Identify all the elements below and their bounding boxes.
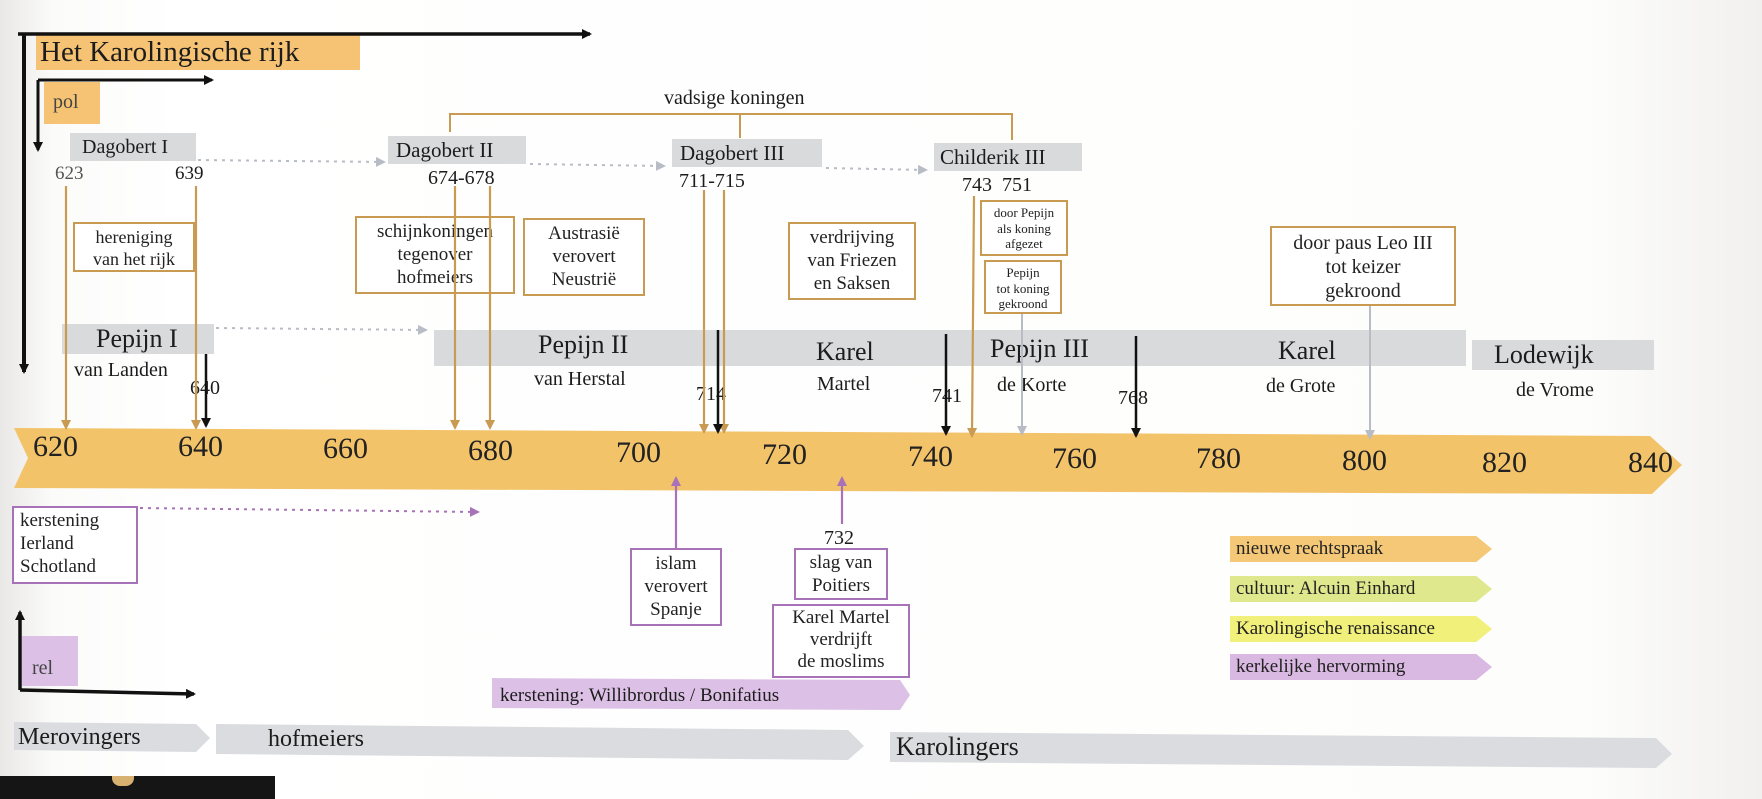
religion-kerstening: kerstening Ierland Schotland [12, 506, 138, 584]
ruler-karel-martel-sub: Martel [817, 373, 871, 395]
king-dagobert-1-name: Dagobert I [82, 136, 169, 158]
event-afgezet: door Pepijn als koning afgezet [980, 200, 1068, 256]
ruler-band-main [434, 330, 1466, 366]
ruler-karel-martel: Karel [816, 337, 874, 366]
axis-tick-820: 820 [1482, 446, 1527, 479]
axis-tick-840: 840 [1628, 446, 1673, 479]
pol-tag: pol [44, 82, 100, 124]
year-732: 732 [824, 527, 854, 549]
ruler-lodewijk: Lodewijk [1494, 340, 1594, 369]
axis-tick-760: 760 [1052, 442, 1097, 475]
title-label: Het Karolingische rijk [36, 34, 360, 70]
ruler-band-pepijn-1 [62, 324, 214, 354]
event-austrasie: Austrasië verovert Neustrië [523, 218, 645, 296]
photo-fragment-detail [112, 776, 134, 786]
ruler-pepijn-3: Pepijn III [990, 334, 1089, 363]
axis-tick-680: 680 [468, 434, 513, 467]
religion-slag: slag van Poitiers [794, 548, 888, 600]
axis-tick-740: 740 [908, 440, 953, 473]
axis-tick-720: 720 [762, 438, 807, 471]
king-dagobert-3-name: Dagobert III [680, 141, 785, 165]
king-childerik-3-name: Childerik III [940, 145, 1046, 169]
era-merovingers: Merovingers [18, 724, 141, 750]
ruler-pepijn-2: Pepijn II [538, 330, 629, 359]
year-768: 768 [1118, 387, 1148, 409]
axis-tick-640: 640 [178, 430, 223, 463]
ruler-band-lodewijk [1472, 340, 1654, 370]
king-childerik-3 [934, 143, 1082, 171]
event-hereniging: hereniging van het rijk [73, 222, 195, 272]
religion-islam: islam verovert Spanje [630, 548, 722, 626]
ruler-pepijn-1: Pepijn I [96, 324, 178, 353]
ruler-lodewijk-sub: de Vrome [1516, 379, 1594, 401]
axis-tick-660: 660 [323, 432, 368, 465]
era-hofmeiers-bar [216, 724, 864, 760]
era-karolingers: Karolingers [896, 732, 1019, 761]
ruler-karel-de-grote: Karel [1278, 336, 1336, 365]
king-dagobert-1-start: 623 [55, 163, 84, 184]
king-dagobert-2-dates: 674-678 [428, 167, 495, 189]
timeline-band [14, 428, 1682, 494]
era-merovingers-bar [14, 722, 210, 752]
mission-bar-label: kerstening: Willibrordus / Bonifatius [500, 685, 780, 706]
ruler-pepijn-2-sub: van Herstal [534, 368, 626, 390]
era-hofmeiers: hofmeiers [268, 726, 364, 752]
king-dagobert-2 [388, 136, 526, 164]
era-karolingers-bar [890, 732, 1672, 768]
legend-item-rechtspraak: nieuwe rechtspraak [1230, 536, 1492, 562]
axis-tick-800: 800 [1342, 444, 1387, 477]
king-dagobert-3-dates: 711-715 [679, 170, 745, 192]
king-dagobert-3 [672, 139, 822, 167]
ruler-pepijn-3-sub: de Korte [997, 374, 1067, 396]
photo-fragment [0, 776, 275, 799]
axis-tick-700: 700 [616, 436, 661, 469]
event-keizer: door paus Leo III tot keizer gekroond [1270, 226, 1456, 306]
group-label: vadsige koningen [664, 87, 805, 109]
legend-item-hervorming: kerkelijke hervorming [1230, 654, 1492, 680]
king-childerik-3-dates: 743 751 [962, 174, 1032, 196]
ruler-karel-de-grote-sub: de Grote [1266, 375, 1336, 397]
ruler-pepijn-1-sub: van Landen [74, 359, 168, 381]
king-dagobert-1 [70, 133, 196, 161]
legend-item-cultuur: cultuur: Alcuin Einhard [1230, 576, 1492, 602]
mission-bar [492, 678, 910, 710]
rel-tag: rel [22, 636, 78, 686]
event-verdrijving: verdrijving van Friezen en Saksen [788, 222, 916, 300]
legend-item-renaissance: Karolingische renaissance [1230, 616, 1492, 642]
religion-moslims: Karel Martel verdrijft de moslims [772, 604, 910, 678]
event-gekroond: Pepijn tot koning gekroond [984, 260, 1062, 314]
king-dagobert-2-name: Dagobert II [396, 138, 494, 162]
axis-tick-780: 780 [1196, 442, 1241, 475]
axis-tick-620: 620 [33, 430, 78, 463]
king-dagobert-1-end: 639 [175, 163, 204, 184]
